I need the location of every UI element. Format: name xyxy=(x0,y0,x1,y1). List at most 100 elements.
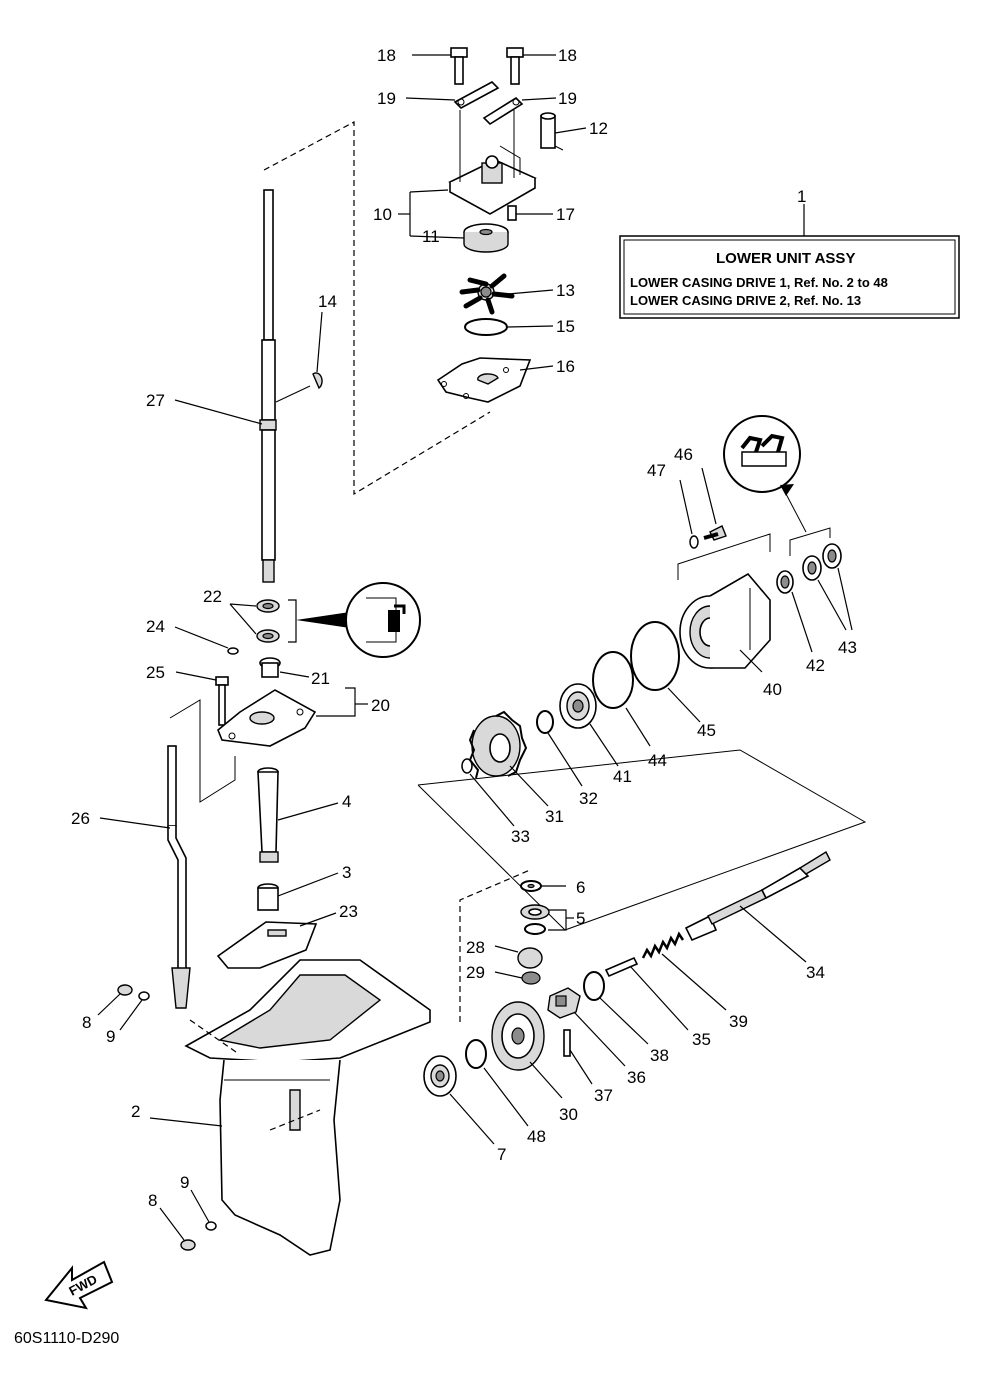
assembly-path-lines xyxy=(169,121,867,1022)
pump-housing-10 xyxy=(398,110,537,236)
key-14 xyxy=(275,311,323,403)
callout-41: 41 xyxy=(613,767,632,786)
callout-27: 27 xyxy=(146,391,165,410)
callout-18b: 18 xyxy=(558,46,577,65)
assy-line-2: LOWER CASING DRIVE 2, Ref. No. 13 xyxy=(630,293,861,308)
callout-33: 33 xyxy=(511,827,530,846)
callout-29: 29 xyxy=(466,963,485,982)
bearing-41 xyxy=(559,683,619,767)
callout-16: 16 xyxy=(556,357,575,376)
callout-36: 36 xyxy=(627,1068,646,1087)
washer-47 xyxy=(677,479,771,580)
callout-39: 39 xyxy=(729,1012,748,1031)
bolt-18-left xyxy=(412,47,468,85)
shim-32 xyxy=(536,710,583,787)
callout-22: 22 xyxy=(203,587,222,606)
grommet-3 xyxy=(257,872,339,911)
washer-6 xyxy=(520,880,566,892)
collar-21 xyxy=(259,657,310,678)
callout-12: 12 xyxy=(589,119,608,138)
tube-12 xyxy=(540,112,587,151)
gasket-9-upper xyxy=(119,991,150,1031)
assy-line-1: LOWER CASING DRIVE 1, Ref. No. 2 to 48 xyxy=(630,275,888,290)
assy-title: LOWER UNIT ASSY xyxy=(716,250,855,267)
callout-5: 5 xyxy=(576,909,585,928)
callout-35: 35 xyxy=(692,1030,711,1049)
callout-14: 14 xyxy=(318,292,337,311)
grease-icon xyxy=(723,415,807,533)
callout-17: 17 xyxy=(556,205,575,224)
bolt-18-right xyxy=(506,47,556,85)
callout-15: 15 xyxy=(556,317,575,336)
shift-rod-26 xyxy=(99,745,191,1009)
callout-9b: 9 xyxy=(180,1173,189,1192)
callout-42: 42 xyxy=(806,656,825,675)
diagram-code: 60S1110-D290 xyxy=(14,1330,119,1347)
callout-labels: 18 18 19 19 12 10 11 17 13 15 16 14 27 2… xyxy=(71,46,857,1210)
o-ring-44 xyxy=(592,651,651,747)
callout-8a: 8 xyxy=(82,1013,91,1032)
forward-gear-30 xyxy=(491,1001,563,1099)
callout-28: 28 xyxy=(466,938,485,957)
reverse-gear-31 xyxy=(468,710,549,807)
callout-26: 26 xyxy=(71,809,90,828)
spring-39 xyxy=(641,931,727,1011)
oil-seals-22 xyxy=(229,582,421,658)
oil-seals-43 xyxy=(789,527,853,631)
callout-4: 4 xyxy=(342,792,351,811)
o-ring-24 xyxy=(174,626,239,655)
callout-30: 30 xyxy=(559,1105,578,1124)
callout-46: 46 xyxy=(674,445,693,464)
callout-3: 3 xyxy=(342,863,351,882)
callout-11: 11 xyxy=(422,227,440,246)
callout-19a: 19 xyxy=(377,89,396,108)
shim-48 xyxy=(465,1039,529,1127)
propeller-shaft-34 xyxy=(684,851,831,963)
callout-44: 44 xyxy=(648,751,667,770)
callout-32: 32 xyxy=(579,789,598,808)
callout-47: 47 xyxy=(647,461,666,480)
callout-9a: 9 xyxy=(106,1027,115,1046)
plate-19-right xyxy=(482,96,557,126)
lower-casing-2 xyxy=(149,959,431,1256)
bearing-42 xyxy=(776,570,813,653)
callout-37: 37 xyxy=(594,1086,613,1105)
callout-21: 21 xyxy=(311,669,330,688)
callout-20: 20 xyxy=(371,696,390,715)
bolt-25 xyxy=(175,671,229,726)
fwd-arrow-icon: FWD xyxy=(44,1260,114,1310)
spring-clip-38 xyxy=(583,971,649,1045)
callout-1: 1 xyxy=(797,187,806,206)
plunger-35 xyxy=(604,956,689,1031)
insert-cartridge-11 xyxy=(409,223,509,253)
callout-45: 45 xyxy=(697,721,716,740)
thrust-bearing-5 xyxy=(520,904,574,935)
callout-7: 7 xyxy=(497,1145,506,1164)
plug-8-upper xyxy=(97,984,133,1016)
callout-18a: 18 xyxy=(377,46,396,65)
callout-19b: 19 xyxy=(558,89,577,108)
callout-40: 40 xyxy=(763,680,782,699)
callout-34: 34 xyxy=(806,963,825,982)
gasket-23 xyxy=(216,912,337,969)
callout-43: 43 xyxy=(838,638,857,657)
pin-37 xyxy=(563,1029,593,1085)
drive-shaft-27 xyxy=(174,189,277,583)
plate-19-left xyxy=(405,81,500,109)
seal-housing-20 xyxy=(217,687,368,747)
pin-17 xyxy=(507,205,553,221)
callout-25: 25 xyxy=(146,663,165,682)
bolt-46 xyxy=(701,467,727,541)
callout-6: 6 xyxy=(576,878,585,897)
o-ring-15 xyxy=(464,318,554,336)
dog-clutch-36 xyxy=(547,987,626,1067)
water-tube-4 xyxy=(257,767,339,863)
callout-23: 23 xyxy=(339,902,358,921)
callout-2: 2 xyxy=(131,1102,140,1121)
assy-reference-box: 1 LOWER UNIT ASSY LOWER CASING DRIVE 1, … xyxy=(619,187,960,319)
pinion-28 xyxy=(494,945,543,969)
callout-13: 13 xyxy=(556,281,575,300)
nut-29 xyxy=(494,971,541,985)
outer-plate-16 xyxy=(436,357,554,403)
